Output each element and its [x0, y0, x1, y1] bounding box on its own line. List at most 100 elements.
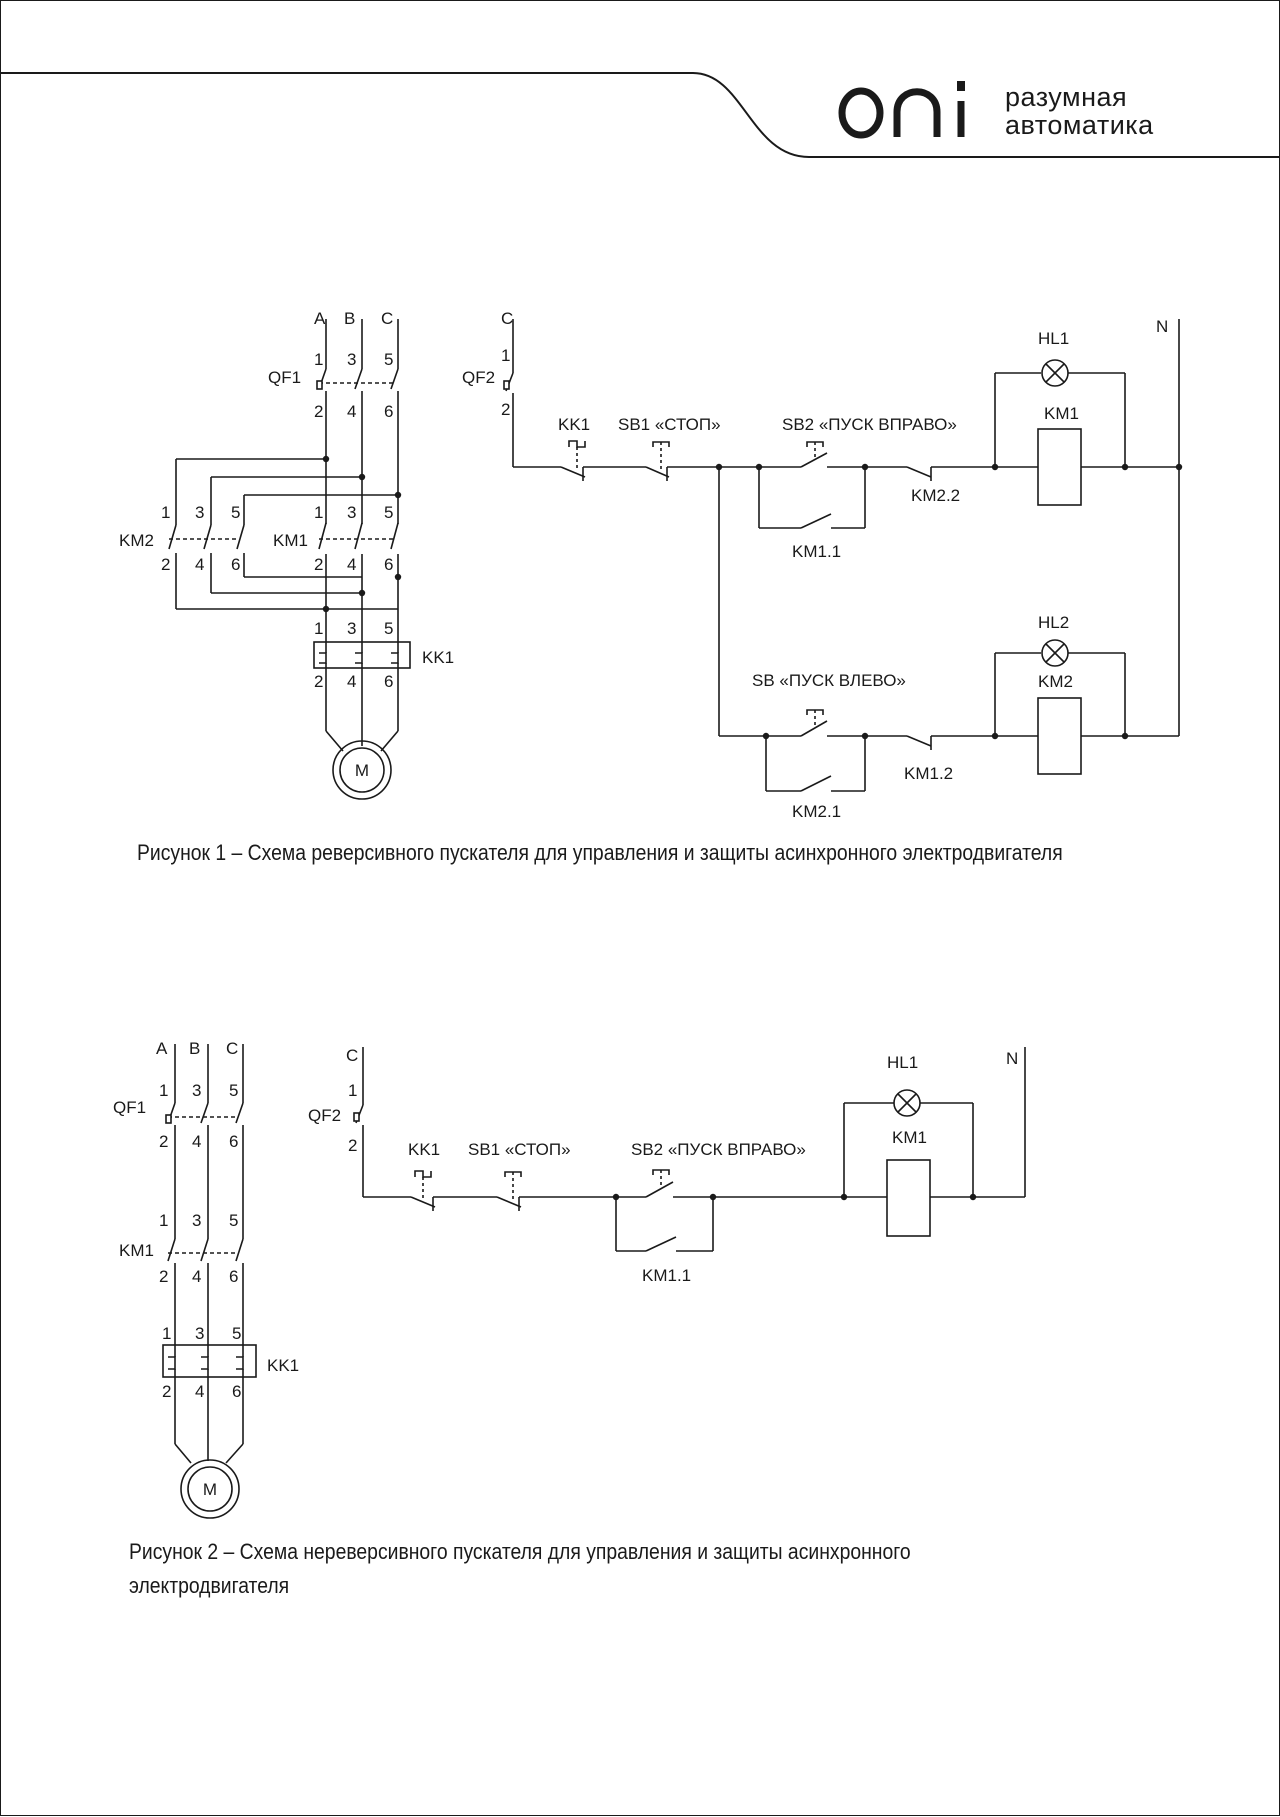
tagline-line-1: разумная [1005, 82, 1128, 112]
fig2-neutral-label: N [1006, 1049, 1018, 1068]
fig2-kk1-bottom-2: 2 [162, 1382, 171, 1401]
fig2-kk1-bottom-4: 4 [195, 1382, 204, 1401]
fig1-km1-top-1: 1 [314, 503, 323, 522]
tagline-line-2: автоматика [1005, 110, 1154, 140]
fig2-km1-1-label: KM1.1 [642, 1266, 691, 1285]
fig2-power-labels: A B C 1 3 5 QF1 2 4 6 1 3 5 KM1 2 4 6 1 … [113, 1039, 299, 1499]
fig1-km2-top-1: 1 [161, 503, 170, 522]
fig2-control-labels: C 1 QF2 2 KK1 SB1 «СТОП» SB2 «ПУСК ВПРАВ… [308, 1046, 1018, 1285]
fig2-control-circuit [353, 1047, 1026, 1252]
fig2-qf1-label: QF1 [113, 1098, 146, 1117]
fig1-km2-top-5: 5 [231, 503, 240, 522]
fig2-kk1-top-3: 3 [195, 1324, 204, 1343]
fig2-qf2-bottom: 2 [348, 1136, 357, 1155]
fig1-power-circuit [168, 319, 411, 800]
fig2-km1-bottom-6: 6 [229, 1267, 238, 1286]
fig1-qf1-top-1: 1 [314, 350, 323, 369]
fig1-km2-2-label: KM2.2 [911, 486, 960, 505]
fig1-power-junctions [322, 455, 402, 613]
fig2-km1-top-3: 3 [192, 1211, 201, 1230]
fig2-qf1-top-1: 1 [159, 1081, 168, 1100]
fig1-qf2-label: QF2 [462, 368, 495, 387]
fig1-control-junctions [715, 463, 1183, 740]
fig1-qf1-bottom-2: 2 [314, 402, 323, 421]
fig2-km1-coil-label: KM1 [892, 1128, 927, 1147]
fig1-qf1-label: QF1 [268, 368, 301, 387]
fig2-qf1-top-5: 5 [229, 1081, 238, 1100]
fig1-km1-bottom-6: 6 [384, 555, 393, 574]
fig2-kk1-label: KK1 [267, 1356, 299, 1375]
fig2-kk1-top-5: 5 [232, 1324, 241, 1343]
fig1-sb-left-label: SB «ПУСК ВЛЕВО» [752, 671, 906, 690]
fig2-qf2-label: QF2 [308, 1106, 341, 1125]
fig1-kk1-contact-label: KK1 [558, 415, 590, 434]
fig1-km1-1-label: KM1.1 [792, 542, 841, 561]
fig2-control-junctions [612, 1193, 977, 1201]
fig1-phase-c: C [381, 309, 393, 328]
fig2-phase-a: A [156, 1039, 168, 1058]
fig1-km1-label: KM1 [273, 531, 308, 550]
fig1-power-labels: A B C 1 3 5 QF1 2 4 6 1 3 5 KM2 2 4 6 1 … [119, 309, 454, 780]
fig1-kk1-bottom-6: 6 [384, 672, 393, 691]
fig2-km1-label: KM1 [119, 1241, 154, 1260]
fig1-kk1-bottom-2: 2 [314, 672, 323, 691]
fig1-qf1-bottom-4: 4 [347, 402, 356, 421]
fig1-km2-bottom-2: 2 [161, 555, 170, 574]
fig2-qf1-bottom-6: 6 [229, 1132, 238, 1151]
fig2-qf1-top-3: 3 [192, 1081, 201, 1100]
fig1-control-circuit [503, 319, 1180, 792]
fig2-phase-c: C [226, 1039, 238, 1058]
fig1-km1-2-label: KM1.2 [904, 764, 953, 783]
fig2-sb1-label: SB1 «СТОП» [468, 1140, 571, 1159]
fig2-qf2-top: 1 [348, 1081, 357, 1100]
fig1-kk1-top-3: 3 [347, 619, 356, 638]
fig1-kk1-bottom-4: 4 [347, 672, 356, 691]
fig1-km2-1-label: KM2.1 [792, 802, 841, 821]
brand-tagline: разумная автоматика [1005, 83, 1154, 139]
fig2-phase-b: B [189, 1039, 200, 1058]
fig2-kk1-top-1: 1 [162, 1324, 171, 1343]
fig1-km2-bottom-6: 6 [231, 555, 240, 574]
fig1-km2-bottom-4: 4 [195, 555, 204, 574]
fig1-km1-top-5: 5 [384, 503, 393, 522]
fig1-km1-coil-label: KM1 [1044, 404, 1079, 423]
fig1-phase-b: B [344, 309, 355, 328]
figure1-caption: Рисунок 1 – Схема реверсивного пускателя… [137, 840, 1063, 865]
fig2-sb2-label: SB2 «ПУСК ВПРАВО» [631, 1140, 806, 1159]
fig1-kk1-top-5: 5 [384, 619, 393, 638]
fig1-qf1-top-5: 5 [384, 350, 393, 369]
fig1-km2-label: KM2 [119, 531, 154, 550]
fig1-hl1-label: HL1 [1038, 329, 1069, 348]
fig1-km1-bottom-2: 2 [314, 555, 323, 574]
fig1-km2-coil-label: KM2 [1038, 672, 1073, 691]
fig1-kk1-top-1: 1 [314, 619, 323, 638]
fig1-qf1-top-3: 3 [347, 350, 356, 369]
fig2-hl1-label: HL1 [887, 1053, 918, 1072]
fig1-km1-bottom-4: 4 [347, 555, 356, 574]
fig2-km1-top-1: 1 [159, 1211, 168, 1230]
header-divider-curve [1, 72, 1280, 158]
fig2-km1-bottom-4: 4 [192, 1267, 201, 1286]
fig1-neutral-label: N [1156, 317, 1168, 336]
oni-logo-icon [838, 81, 965, 139]
fig2-motor-label: M [203, 1480, 217, 1499]
fig1-km1-top-3: 3 [347, 503, 356, 522]
fig2-km1-top-5: 5 [229, 1211, 238, 1230]
fig1-hl2-label: HL2 [1038, 613, 1069, 632]
fig1-sb1-label: SB1 «СТОП» [618, 415, 721, 434]
fig1-sb2-label: SB2 «ПУСК ВПРАВО» [782, 415, 957, 434]
fig2-qf1-bottom-2: 2 [159, 1132, 168, 1151]
fig2-qf1-bottom-4: 4 [192, 1132, 201, 1151]
fig1-motor-label: M [355, 761, 369, 780]
fig1-qf2-top: 1 [501, 346, 510, 365]
fig1-phase-a: A [314, 309, 326, 328]
fig1-km2-top-3: 3 [195, 503, 204, 522]
fig2-control-phase-c: C [346, 1046, 358, 1065]
fig1-qf1-bottom-6: 6 [384, 402, 393, 421]
fig1-qf2-bottom: 2 [501, 400, 510, 419]
figure2-caption: Рисунок 2 – Схема нереверсивного пускате… [129, 1539, 911, 1598]
fig1-kk1-label: KK1 [422, 648, 454, 667]
fig1-control-phase-c: C [501, 309, 513, 328]
